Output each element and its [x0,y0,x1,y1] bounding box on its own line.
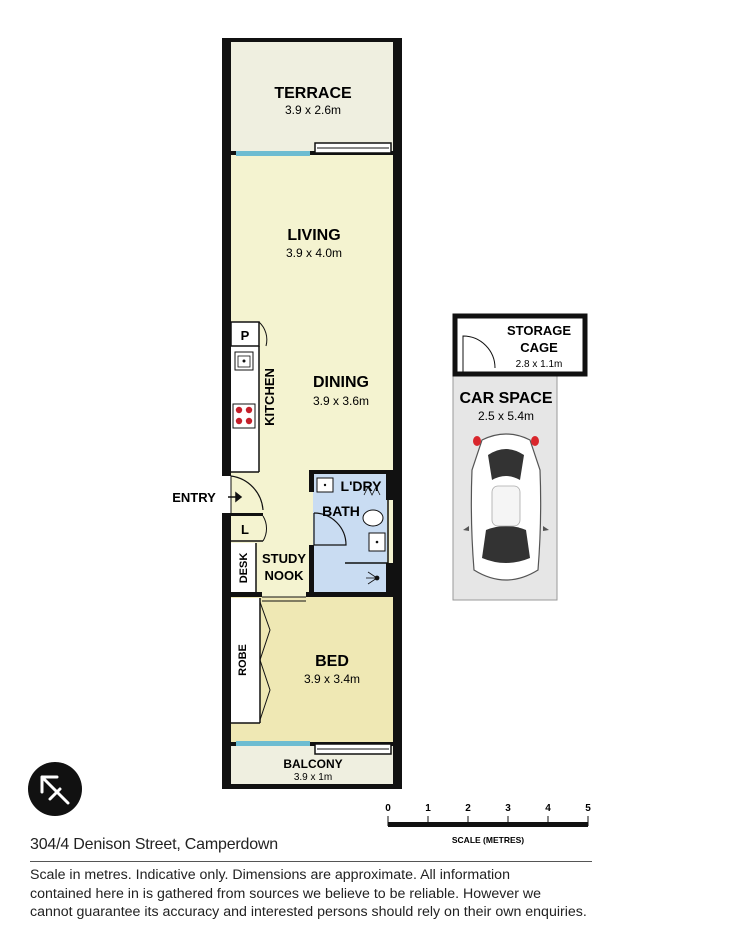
car-icon [463,433,549,581]
property-address: 304/4 Denison Street, Camperdown [30,836,278,853]
entry-label: ENTRY [172,490,216,505]
divider [30,861,592,862]
scale-tick-3: 3 [505,803,511,814]
wall-right [393,38,402,789]
bath-wall-left-lower [309,545,314,595]
cooktop-icon [232,403,256,429]
terrace-area [228,42,398,153]
wall-left-lower [222,513,231,789]
scale-tick-1: 1 [425,803,431,814]
scale-tick-0: 0 [385,803,391,814]
study-label: STUDY [262,551,306,566]
linen-label: L [241,522,249,537]
scale-bar: 0 1 2 3 4 5 SCALE (METRES) [385,803,591,845]
car-space-label: CAR SPACE [459,390,552,407]
balcony-wall [231,742,395,746]
storage-label-1: STORAGE [507,323,571,338]
balcony-glass [236,741,310,746]
bed-wall-top [231,592,395,597]
north-compass-icon [28,762,82,816]
balcony-label: BALCONY [283,757,342,771]
dining-label: DINING [313,374,369,391]
pantry-label: P [241,328,250,343]
disclaimer: Scale in metres. Indicative only. Dimens… [30,866,650,922]
laundry-light-icon [363,486,381,496]
car-space-dims: 2.5 x 5.4m [478,409,534,423]
terrace-wall [231,151,395,155]
scale-tick-5: 5 [585,803,591,814]
bath-wall-right-lower [386,563,395,595]
storage-label-2: CAGE [520,340,558,355]
wall-top [222,38,402,42]
wall-left [222,38,231,476]
robe-label: ROBE [237,644,249,676]
bath-label: BATH [322,503,360,519]
bath-wall-right [386,470,395,500]
storage-cage [452,313,588,377]
terrace-dims: 3.9 x 2.6m [285,103,341,117]
linen-wall [231,513,263,516]
living-dims: 3.9 x 4.0m [286,246,342,260]
terrace-glass [236,151,310,156]
storage-dims: 2.8 x 1.1m [516,359,563,370]
bath-wall-left [309,470,314,492]
robe-area [231,598,260,723]
nook-label: NOOK [265,568,305,583]
bed-dims: 3.9 x 3.4m [304,672,360,686]
desk-area [231,543,256,595]
toilet-icon [362,509,384,527]
terrace-label: TERRACE [274,85,352,102]
disclaimer-line-2: contained here in is gathered from sourc… [30,885,542,902]
disclaimer-line-1: Scale in metres. Indicative only. Dimens… [30,867,510,883]
scale-tick-4: 4 [545,803,551,814]
bed-label: BED [315,653,349,670]
dining-dims: 3.9 x 3.6m [313,394,369,408]
desk-label: DESK [238,553,250,584]
bath-wall-top [309,470,395,474]
laundry-label: L'DRY [341,478,383,494]
shower-icon [366,571,380,585]
kitchen-label: KITCHEN [262,368,277,426]
scale-caption: SCALE (METRES) [452,835,524,845]
bed-door-gap [262,592,306,597]
pantry-box [230,321,260,347]
disclaimer-line-3: cannot guarantee its accuracy and intere… [30,904,587,920]
wall-bottom [222,784,402,789]
scale-tick-2: 2 [465,803,471,814]
living-label: LIVING [287,227,340,244]
entry-arrow-icon [228,491,243,503]
balcony-dims: 3.9 x 1m [294,772,332,783]
kitchen-bench [231,322,259,472]
